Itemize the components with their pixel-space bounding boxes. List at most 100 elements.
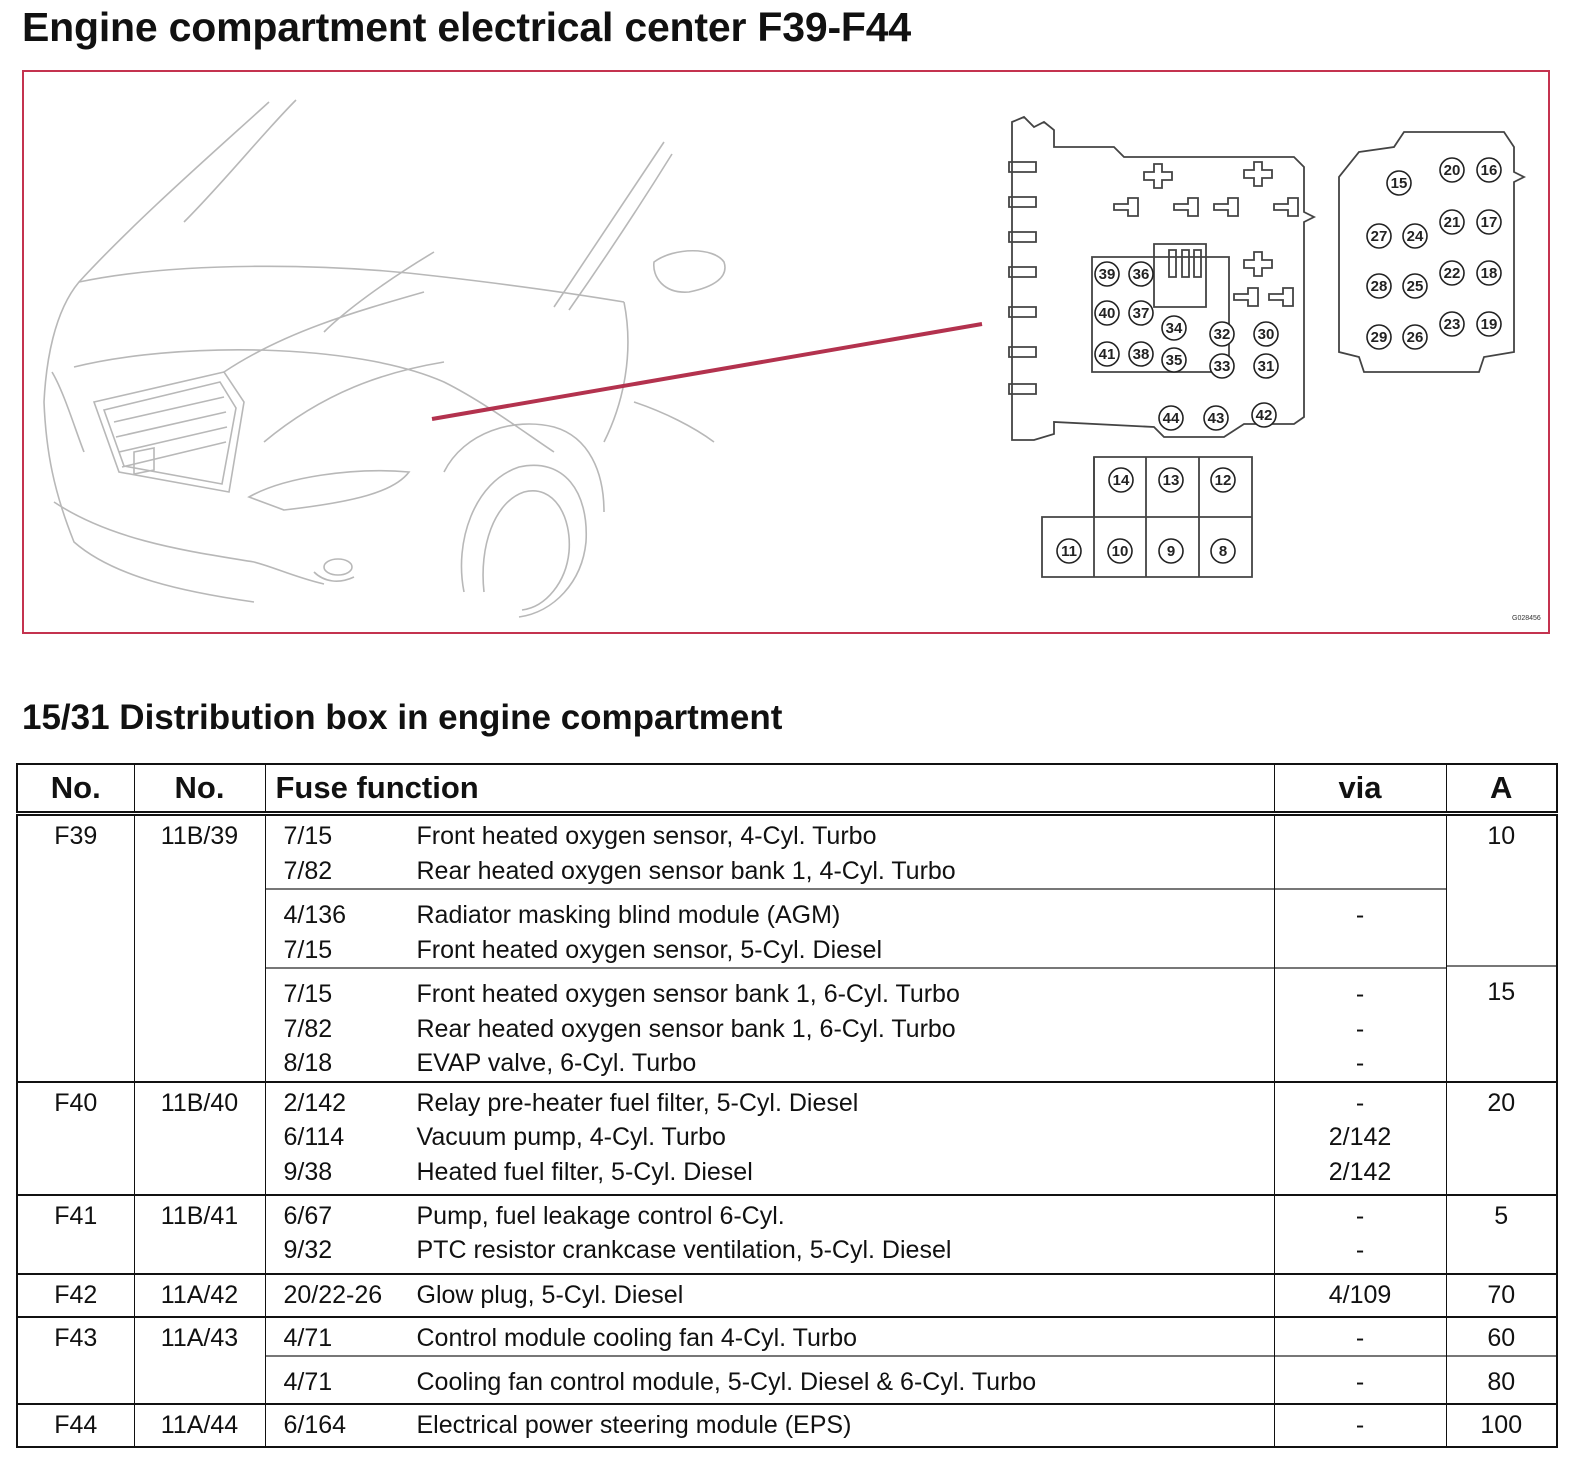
- fuse-circle-36: [1128, 261, 1154, 287]
- fuse-circle-16: [1476, 157, 1502, 183]
- table-header-row: No. No. Fuse function via A: [16, 763, 1558, 816]
- function-text: Cooling fan control module, 5-Cyl. Diese…: [416, 1368, 1037, 1396]
- fuse-label-22: 22: [1444, 265, 1461, 282]
- fuse-label-15: 15: [1391, 175, 1408, 192]
- fuse-label-38: 38: [1133, 346, 1150, 363]
- function-text: Electrical power steering module (EPS): [416, 1410, 852, 1439]
- component-code: 6/114: [283, 1123, 345, 1151]
- via-value: -: [1355, 1088, 1365, 1117]
- fuse-circle-42: [1251, 402, 1277, 428]
- fuse-circle-10: [1107, 538, 1133, 564]
- fuse-circle-39: [1094, 261, 1120, 287]
- via-cell: --: [1273, 1315, 1447, 1404]
- figure-code: G028456: [1512, 615, 1541, 622]
- via-value: -: [1355, 1014, 1365, 1043]
- via-value: [1275, 854, 1446, 889]
- component-code: 9/32: [283, 1236, 333, 1264]
- fuse-position: 11B/39: [133, 812, 266, 1082]
- via-value: -: [1274, 1355, 1446, 1400]
- fuse-circle-28: [1366, 273, 1392, 299]
- fuse-position: 11B/41: [133, 1193, 266, 1274]
- fuse-number: F43: [16, 1315, 135, 1404]
- fuse-circle-41: [1094, 341, 1120, 367]
- fuse-circle-22: [1439, 260, 1465, 286]
- page-title: Engine compartment electrical center F39…: [22, 4, 911, 50]
- fuse-label-31: 31: [1258, 358, 1275, 375]
- amperage-value: 15: [1446, 965, 1556, 1010]
- via-value: -: [1355, 1323, 1365, 1352]
- section-title: 15/31 Distribution box in engine compart…: [22, 698, 783, 737]
- via-value: -: [1355, 1410, 1365, 1439]
- fuse-circle-11: [1056, 538, 1082, 564]
- amperage-value: [1447, 888, 1557, 931]
- fuse-label-40: 40: [1099, 305, 1116, 322]
- fuse-circle-14: [1108, 467, 1134, 493]
- function-text: Rear heated oxygen sensor bank 1, 4-Cyl.…: [416, 856, 956, 885]
- amperage-value: 100: [1480, 1410, 1523, 1439]
- fuse-number: F44: [16, 1402, 135, 1447]
- header-via: via: [1273, 763, 1447, 816]
- fuse-circle-23: [1439, 311, 1465, 337]
- fuse-circle-43: [1203, 405, 1229, 431]
- amperage-value: [1447, 854, 1557, 889]
- fuse-circle-44: [1158, 405, 1184, 431]
- via-value: 2/142: [1328, 1157, 1392, 1186]
- fuse-label-21: 21: [1444, 214, 1461, 231]
- fuse-label-44: 44: [1163, 410, 1180, 427]
- fuse-label-12: 12: [1215, 472, 1232, 489]
- via-value: -: [1355, 1049, 1365, 1077]
- fuse-label-20: 20: [1444, 162, 1461, 179]
- amperage-value: [1447, 1120, 1557, 1155]
- amperage-cell: 5: [1445, 1193, 1558, 1274]
- component-code: 7/15: [283, 935, 333, 964]
- amperage-cell: 10 15: [1445, 812, 1558, 1082]
- function-text: Pump, fuel leakage control 6-Cyl.: [416, 1201, 785, 1230]
- fuse-label-10: 10: [1112, 543, 1129, 560]
- via-value: -: [1355, 1236, 1365, 1264]
- function-text: EVAP valve, 6-Cyl. Turbo: [416, 1049, 697, 1077]
- fuse-circle-27: [1366, 223, 1392, 249]
- via-cell: - ---: [1273, 812, 1447, 1082]
- amperage-value: [1447, 931, 1557, 966]
- amperage-value: [1447, 1233, 1557, 1268]
- function-text: Front heated oxygen sensor bank 1, 6-Cyl…: [416, 980, 960, 1008]
- fuse-position: 11A/42: [133, 1272, 266, 1317]
- fuse-label-23: 23: [1444, 316, 1461, 333]
- via-value: 4/109: [1328, 1280, 1392, 1309]
- amperage-value: 80: [1446, 1355, 1556, 1400]
- fuse-circle-13: [1158, 467, 1184, 493]
- fuse-label-27: 27: [1371, 228, 1388, 245]
- via-value: -: [1274, 888, 1446, 933]
- component-code: 20/22-26: [283, 1280, 383, 1309]
- fuse-circle-25: [1402, 273, 1428, 299]
- amperage-value: 5: [1494, 1201, 1509, 1230]
- fuse-circle-15: [1386, 170, 1412, 196]
- header-no2: No.: [133, 763, 266, 816]
- fuse-circle-9: [1158, 538, 1184, 564]
- via-value: -: [1274, 967, 1446, 1012]
- fuse-box-right-outline: [1338, 131, 1527, 373]
- amperage-cell: 70: [1445, 1272, 1558, 1317]
- fuse-number: F41: [16, 1193, 135, 1274]
